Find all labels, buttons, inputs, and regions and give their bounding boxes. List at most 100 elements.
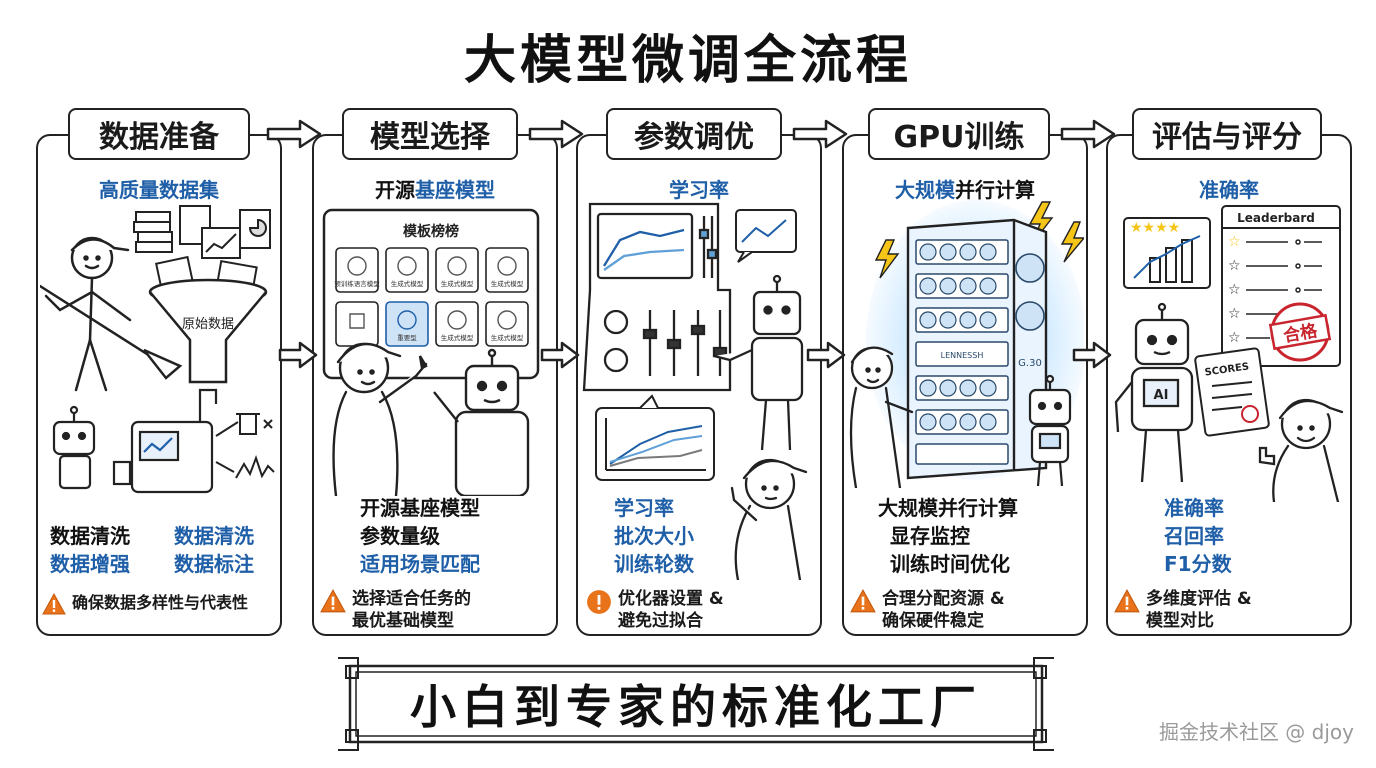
panel1-subtitle: 高质量数据集: [99, 178, 219, 202]
arrow-right-icon: [540, 341, 580, 369]
panel1-warning-text: 确保数据多样性与代表性: [72, 593, 249, 612]
stamp-icon: 合格: [1268, 302, 1332, 362]
person-pointing-icon: [332, 342, 428, 496]
model-board-title: 模板榜榜: [403, 223, 459, 240]
person-icon: [849, 346, 914, 488]
panel1-item-clean: 数据清洗: [50, 524, 130, 548]
page-title: 大模型微调全流程: [463, 31, 912, 91]
panel5-subtitle: 准确率: [1199, 178, 1259, 202]
model-card-label: 生成式模型: [491, 333, 524, 342]
panel1-item-clean-2: 数据清洗: [174, 524, 254, 548]
arrow-right-icon: [1072, 341, 1112, 369]
model-card-label: 生成式模型: [441, 279, 474, 288]
panel4-item-1: 显存监控: [890, 524, 970, 548]
panel4-warning-line1: 合理分配资源 &: [882, 589, 1005, 609]
model-card-label: 生成式模型: [391, 279, 424, 288]
panel4-subtitle-blue: 大规模: [895, 178, 955, 202]
robot-icon: [433, 348, 530, 496]
panel5-item-2: F1分数: [1164, 552, 1232, 576]
panel3-subtitle: 学习率: [669, 178, 729, 202]
panel2-warning: 选择适合任务的最优基础模型: [320, 588, 550, 632]
panel4-warning-line2: 确保硬件稳定: [882, 611, 984, 631]
warning-triangle-icon: [320, 589, 346, 613]
panel1-item-label: 数据标注: [174, 552, 254, 576]
chart-bubble-icon: [595, 394, 715, 481]
panel4-subtitle: 大规模并行计算: [842, 174, 1088, 203]
panel4-item-0: 大规模并行计算: [878, 496, 1018, 520]
svg-text:★★★★: ★★★★: [1130, 220, 1180, 236]
rack-label: G.30: [1018, 358, 1042, 369]
panel2-item-2: 适用场景匹配: [360, 552, 480, 576]
banner-text: 小白到专家的标准化工厂: [410, 680, 982, 734]
trash-icon: [215, 413, 275, 479]
panel3-warning-line2: 避免过拟合: [618, 611, 703, 631]
panel2-item-0: 开源基座模型: [360, 496, 480, 520]
brain-icon: [347, 256, 517, 330]
panel5-item-1: 召回率: [1164, 524, 1224, 548]
robot-chest-label: AI: [1154, 388, 1169, 403]
panel1-item-augment: 数据增强: [50, 552, 130, 576]
panel5-warning-line2: 模型对比: [1146, 611, 1214, 631]
panel2-subtitle-plain: 开源: [375, 178, 415, 202]
panel5-warning-line1: 多维度评估 &: [1146, 589, 1252, 609]
person-thumbs-up-icon: [1258, 398, 1344, 502]
panel2-subtitle-blue: 基座模型: [415, 178, 495, 202]
panel4-warning: 合理分配资源 &确保硬件稳定: [850, 588, 1076, 632]
model-card-label: 生成式模型: [441, 333, 474, 342]
warning-circle-icon: [587, 590, 611, 614]
panel2-item-1: 参数量级: [360, 524, 440, 548]
model-card-label: 重要型: [397, 333, 417, 342]
param-tuning-illustration: [582, 202, 808, 580]
tab-param-tuning: 参数调优: [606, 108, 782, 160]
arrow-right-icon: [806, 341, 846, 369]
warning-triangle-icon: [42, 593, 66, 615]
tab-model-select: 模型选择: [342, 108, 518, 160]
panel4-subtitle-plain: 并行计算: [955, 178, 1035, 202]
arrow-right-icon: [266, 119, 322, 149]
panel1-warning: 确保数据多样性与代表性: [42, 592, 282, 615]
panel2-warning-line2: 最优基础模型: [352, 611, 454, 631]
svg-text:☆: ☆: [1228, 282, 1241, 298]
arrow-right-icon: [528, 119, 584, 149]
star-icon: ★★★★: [1130, 220, 1180, 236]
leaderboard-title: Leaderbard: [1237, 211, 1315, 225]
panel4-item-2: 训练时间优化: [890, 552, 1010, 576]
model-card-label: 预训练语言模型: [334, 279, 380, 288]
funnel-icon: [148, 278, 268, 384]
evaluation-illustration: ★★★★ Leaderbard ☆ ☆ ☆ ☆ ☆ 合格 AI SCORES: [1114, 205, 1344, 502]
panel3-item-2: 训练轮数: [614, 552, 694, 576]
gpu-training-illustration: LENNESSH G.30: [849, 200, 1084, 488]
svg-text:☆: ☆: [1228, 258, 1241, 274]
panel3-item-1: 批次大小: [614, 524, 694, 548]
robot-icon: [1114, 302, 1194, 483]
panel5-item-0: 准确率: [1164, 496, 1224, 520]
tab-evaluation: 评估与评分: [1132, 108, 1322, 160]
warning-triangle-icon: [850, 589, 876, 613]
warning-triangle-icon: [1114, 589, 1140, 613]
robot-icon: [713, 274, 804, 451]
funnel-label: 原始数据: [182, 317, 234, 332]
svg-text:☆: ☆: [1228, 330, 1241, 346]
watermark: 掘金技术社区 @ djoy: [1158, 720, 1354, 744]
panel3-warning: 优化器设置 &避免过拟合: [586, 588, 806, 632]
rack-label: LENNESSH: [941, 351, 984, 360]
arrow-right-icon: [278, 341, 318, 369]
panel2-subtitle: 开源基座模型: [312, 174, 558, 203]
leaderboard-rows: ☆ ☆ ☆ ☆ ☆: [1228, 234, 1322, 346]
model-select-illustration: 模板榜榜 预训练语言模型 生成式模型 生成式模型 生成式模型 重要型 生成式模型…: [322, 208, 540, 496]
person-thinking-icon: [730, 458, 808, 580]
tab-data-prep: 数据准备: [68, 108, 250, 160]
svg-text:☆: ☆: [1228, 306, 1241, 322]
gpu-fan-icon: [919, 243, 997, 431]
arrow-right-icon: [1060, 119, 1116, 149]
banner-frame: [338, 657, 1054, 751]
panel3-warning-line1: 优化器设置 &: [618, 589, 724, 609]
panel3-item-0: 学习率: [614, 496, 674, 520]
panel5-warning: 多维度评估 &模型对比: [1114, 588, 1340, 632]
chart-bubble-icon: [735, 209, 797, 263]
tab-gpu-training: GPU训练: [868, 108, 1050, 160]
worker-with-shovel-icon: [40, 236, 183, 392]
data-prep-illustration: 原始数据: [40, 205, 275, 494]
robot-cleaning-machine-icon: [52, 388, 218, 494]
model-card-label: 生成式模型: [491, 279, 524, 288]
